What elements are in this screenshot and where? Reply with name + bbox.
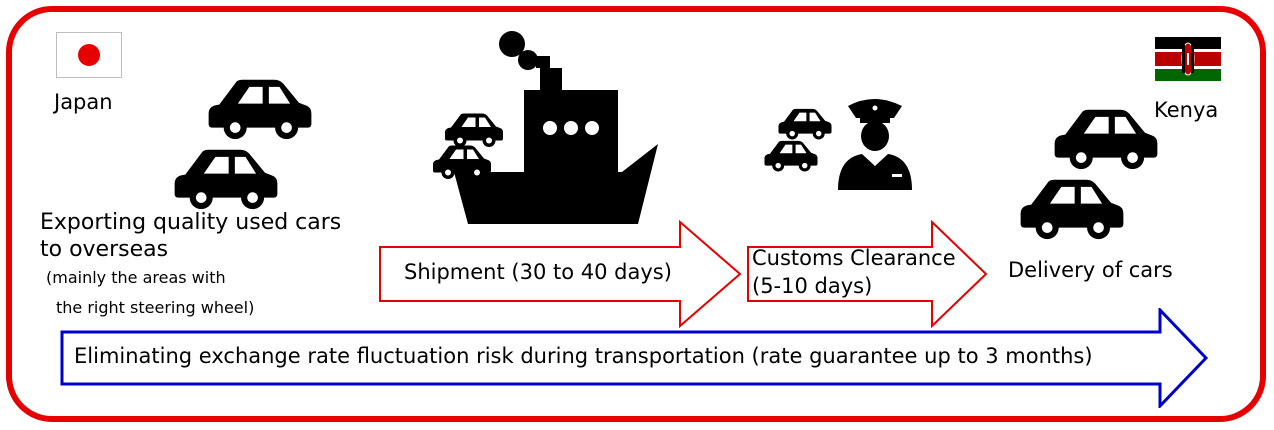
car-icon — [1044, 108, 1168, 170]
origin-country-label: Japan — [54, 90, 113, 114]
car-icon — [445, 113, 503, 147]
car-icon — [764, 140, 818, 172]
customs-label-line2: (5-10 days) — [752, 274, 873, 298]
japan-flag-circle — [78, 44, 100, 66]
customs-label-line1: Customs Clearance — [752, 246, 956, 270]
guarantee-arrow — [60, 308, 1209, 408]
kenya-flag-icon — [1155, 37, 1221, 81]
customs-arrow — [747, 220, 988, 328]
japan-flag-icon — [56, 32, 122, 78]
delivery-label: Delivery of cars — [1008, 258, 1173, 282]
car-icon — [1010, 178, 1134, 240]
cargo-ship-icon — [433, 31, 658, 224]
kenya-flag-shield-icon — [1181, 42, 1195, 76]
customs-officer-icon — [764, 99, 912, 190]
shipment-arrow — [379, 220, 742, 328]
outer-frame — [6, 6, 1266, 422]
origin-description-line1: Exporting quality used cars — [40, 210, 342, 235]
origin-description-line2: to overseas — [40, 237, 169, 262]
origin-note-line2: the right steering wheel) — [56, 298, 255, 317]
destination-country-label: Kenya — [1154, 98, 1219, 122]
shipment-label: Shipment (30 to 40 days) — [404, 260, 672, 284]
origin-note-line1: (mainly the areas with — [46, 268, 226, 287]
car-icon — [164, 148, 288, 210]
car-icon — [778, 108, 832, 140]
car-icon — [198, 78, 322, 140]
guarantee-label: Eliminating exchange rate fluctuation ri… — [74, 344, 1093, 368]
